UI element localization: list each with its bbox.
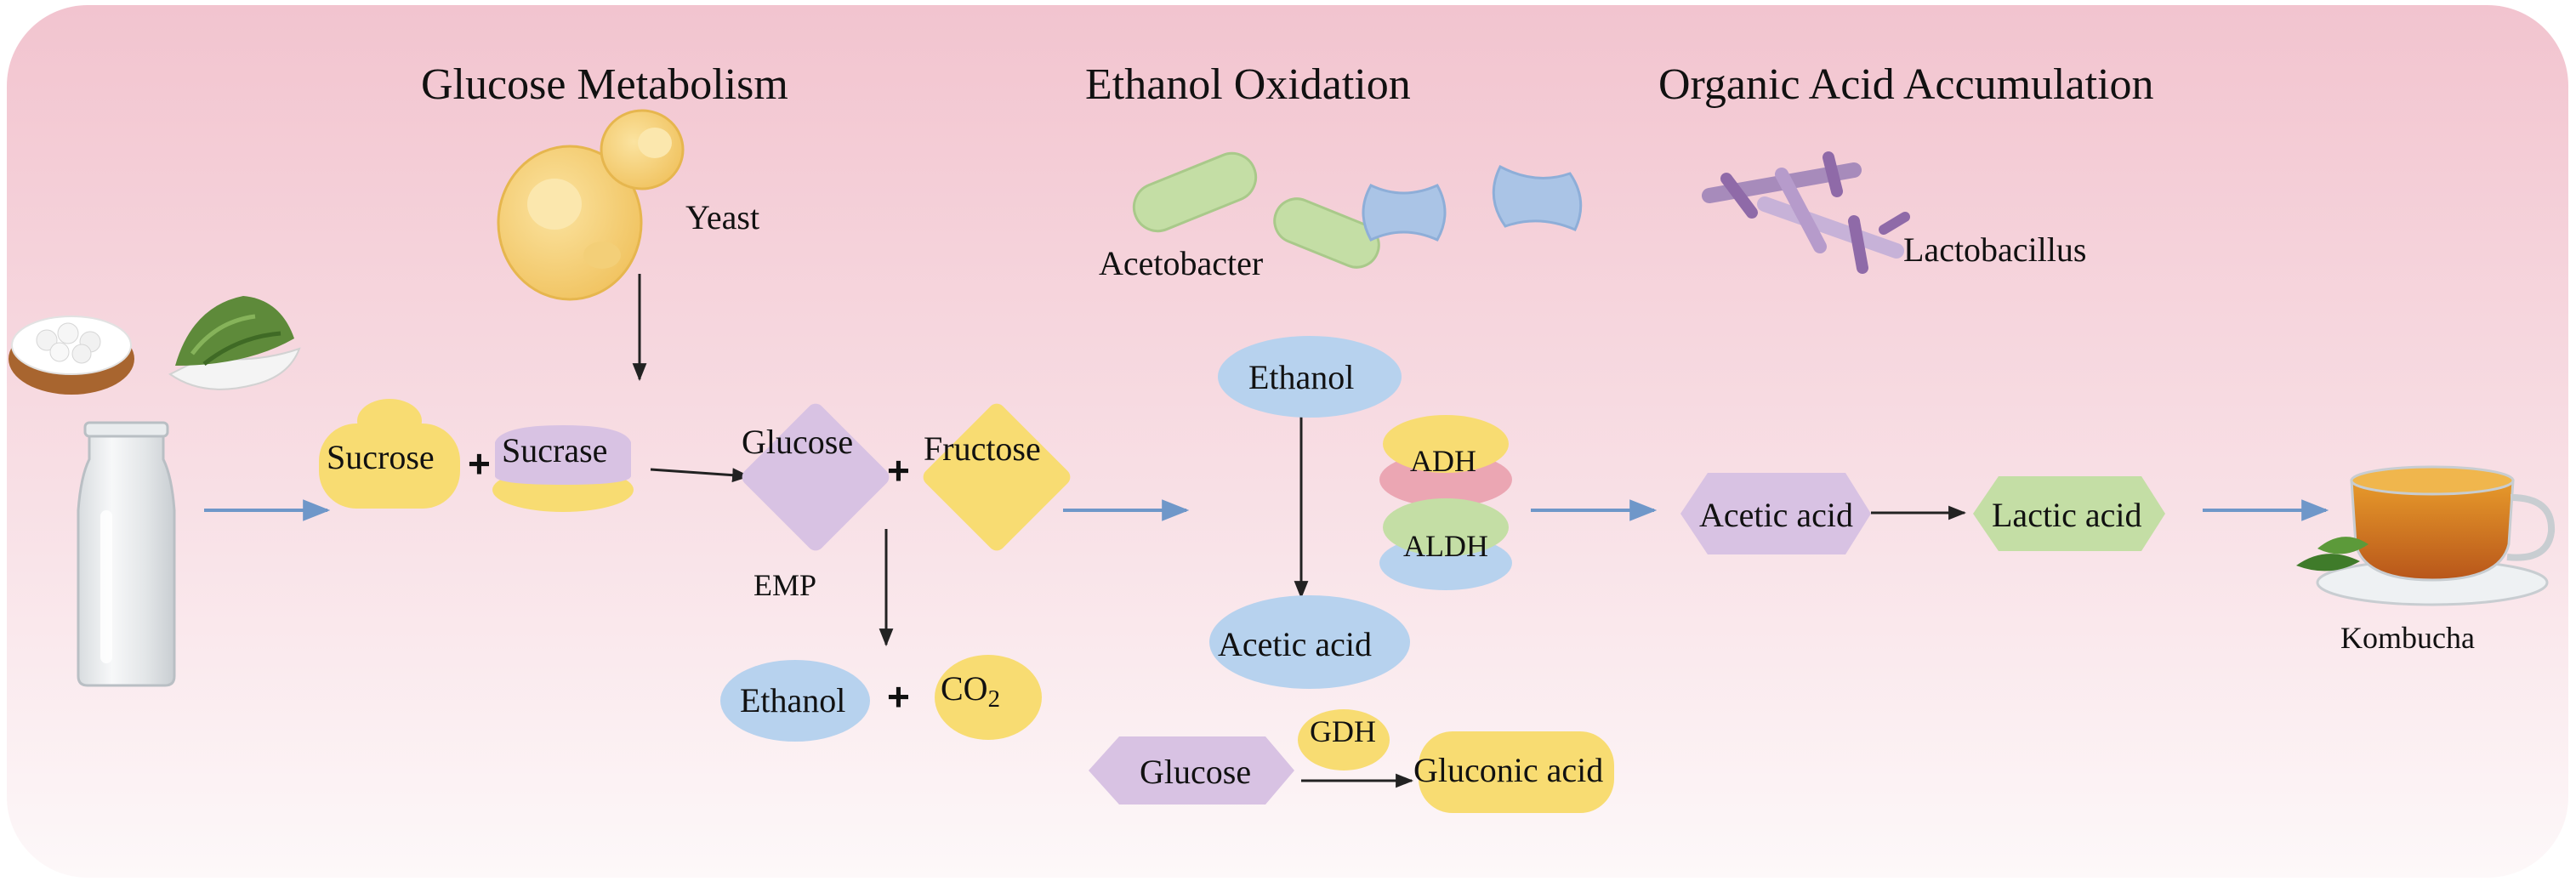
plus-sign-2: + bbox=[887, 448, 910, 492]
header-ethanol-oxidation: Ethanol Oxidation bbox=[1085, 60, 1411, 109]
label-gluconic-acid: Gluconic acid bbox=[1413, 751, 1604, 789]
label-acetic-acid-eo: Acetic acid bbox=[1218, 625, 1372, 663]
glass-bottle-icon bbox=[77, 421, 176, 687]
acetic-acid-hexagon bbox=[1680, 473, 1871, 554]
label-gdh: GDH bbox=[1310, 714, 1376, 748]
label-ethanol-eo: Ethanol bbox=[1248, 358, 1355, 396]
glucose-diamond bbox=[742, 403, 890, 551]
sugar-bowl-icon bbox=[9, 316, 134, 395]
label-glucose-eo: Glucose bbox=[1140, 753, 1252, 791]
plus-sign-1: + bbox=[468, 441, 491, 486]
label-sucrase: Sucrase bbox=[502, 431, 608, 469]
label-sucrose: Sucrose bbox=[327, 438, 435, 476]
label-yeast: Yeast bbox=[685, 198, 760, 236]
label-kombucha: Kombucha bbox=[2340, 621, 2475, 655]
label-acetobacter: Acetobacter bbox=[1099, 244, 1264, 282]
label-lactobacillus: Lactobacillus bbox=[1903, 230, 2087, 269]
kombucha-cup-icon bbox=[2296, 465, 2556, 606]
fructose-diamond bbox=[923, 403, 1071, 551]
yeast-icon bbox=[497, 109, 685, 301]
glucose-hexagon bbox=[1089, 736, 1294, 805]
sucrase-shape bbox=[492, 425, 634, 512]
label-emp: EMP bbox=[753, 568, 817, 602]
label-ethanol-gm: Ethanol bbox=[740, 681, 846, 719]
label-fructose: Fructose bbox=[924, 429, 1041, 468]
aldh-enzyme-shape bbox=[1379, 498, 1512, 590]
lactic-acid-hexagon bbox=[1973, 476, 2165, 551]
gdh-enzyme-shape bbox=[1298, 709, 1390, 770]
lactobacillus-icon bbox=[1702, 151, 1910, 274]
header-glucose-metabolism: Glucose Metabolism bbox=[421, 60, 788, 109]
label-co2: CO2 bbox=[941, 669, 1000, 714]
adh-enzyme-shape bbox=[1379, 415, 1512, 507]
ethanol-ellipse-gm bbox=[720, 660, 870, 742]
label-acetic-acid-oa: Acetic acid bbox=[1699, 496, 1853, 534]
co2-ellipse bbox=[935, 655, 1042, 740]
acetobacter-icon bbox=[1132, 151, 1583, 269]
ethanol-ellipse-eo bbox=[1218, 336, 1402, 418]
label-lactic-acid: Lactic acid bbox=[1992, 496, 2142, 534]
header-organic-acid-accumulation: Organic Acid Accumulation bbox=[1658, 60, 2154, 109]
panel-background bbox=[7, 5, 2568, 878]
plus-sign-3: + bbox=[887, 674, 910, 719]
tea-leaves-icon bbox=[168, 296, 301, 390]
gluconic-acid-shape bbox=[1419, 731, 1614, 813]
label-glucose-gm: Glucose bbox=[742, 423, 854, 461]
sucrase-to-glucose-arrow bbox=[650, 468, 751, 483]
label-adh: ADH bbox=[1410, 444, 1476, 478]
sucrose-shape bbox=[319, 399, 460, 509]
label-aldh: ALDH bbox=[1403, 529, 1488, 563]
acetic-acid-ellipse bbox=[1209, 595, 1410, 689]
